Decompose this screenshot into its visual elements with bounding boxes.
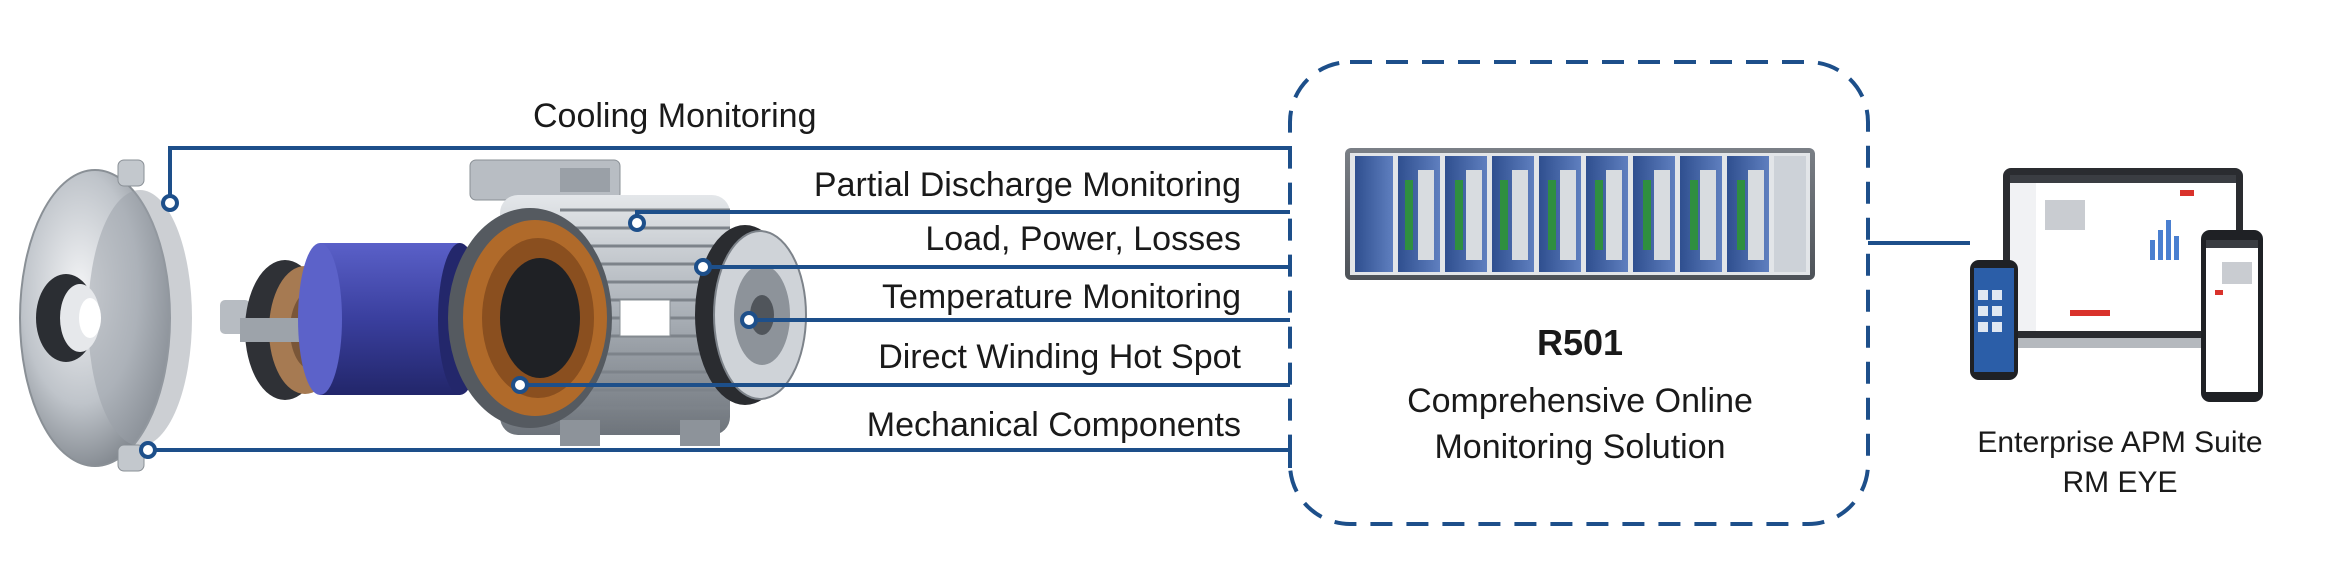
apm-suite-label: Enterprise APM Suite bbox=[1977, 426, 2263, 459]
laptop bbox=[1985, 168, 2261, 348]
sensor-points bbox=[139, 194, 758, 459]
r501-rack-device bbox=[1345, 148, 1815, 280]
temperature-sensor-point bbox=[740, 311, 758, 329]
load-power-sensor-point bbox=[694, 258, 712, 276]
partial-discharge-sensor-point bbox=[628, 214, 646, 232]
cooling-monitoring-label: Cooling Monitoring bbox=[533, 97, 817, 135]
temperature-monitoring-label: Temperature Monitoring bbox=[881, 278, 1241, 316]
load-power-losses-label: Load, Power, Losses bbox=[925, 220, 1241, 258]
rm-eye-devices bbox=[1970, 168, 2263, 402]
rm-eye-label: RM EYE bbox=[2062, 466, 2178, 499]
r501-description-line1: Comprehensive Online bbox=[1407, 382, 1753, 420]
direct-winding-hot-spot-label: Direct Winding Hot Spot bbox=[878, 338, 1241, 376]
r501-title: R501 bbox=[1536, 322, 1624, 363]
hot-spot-sensor-point bbox=[511, 376, 529, 394]
r501-dashed-box bbox=[1288, 60, 1870, 526]
mechanical-connector bbox=[148, 448, 1292, 468]
partial-discharge-label: Partial Discharge Monitoring bbox=[813, 166, 1241, 204]
r501-description-line2: Monitoring Solution bbox=[1434, 428, 1726, 466]
mechanical-sensor-point bbox=[139, 441, 157, 459]
motor-illustration bbox=[19, 159, 807, 472]
smartphone bbox=[1970, 260, 2018, 380]
end-cover bbox=[19, 159, 250, 472]
tablet bbox=[2201, 230, 2263, 402]
cooling-sensor-point bbox=[161, 194, 179, 212]
stator-housing bbox=[448, 159, 730, 446]
mechanical-components-label: Mechanical Components bbox=[866, 406, 1241, 444]
